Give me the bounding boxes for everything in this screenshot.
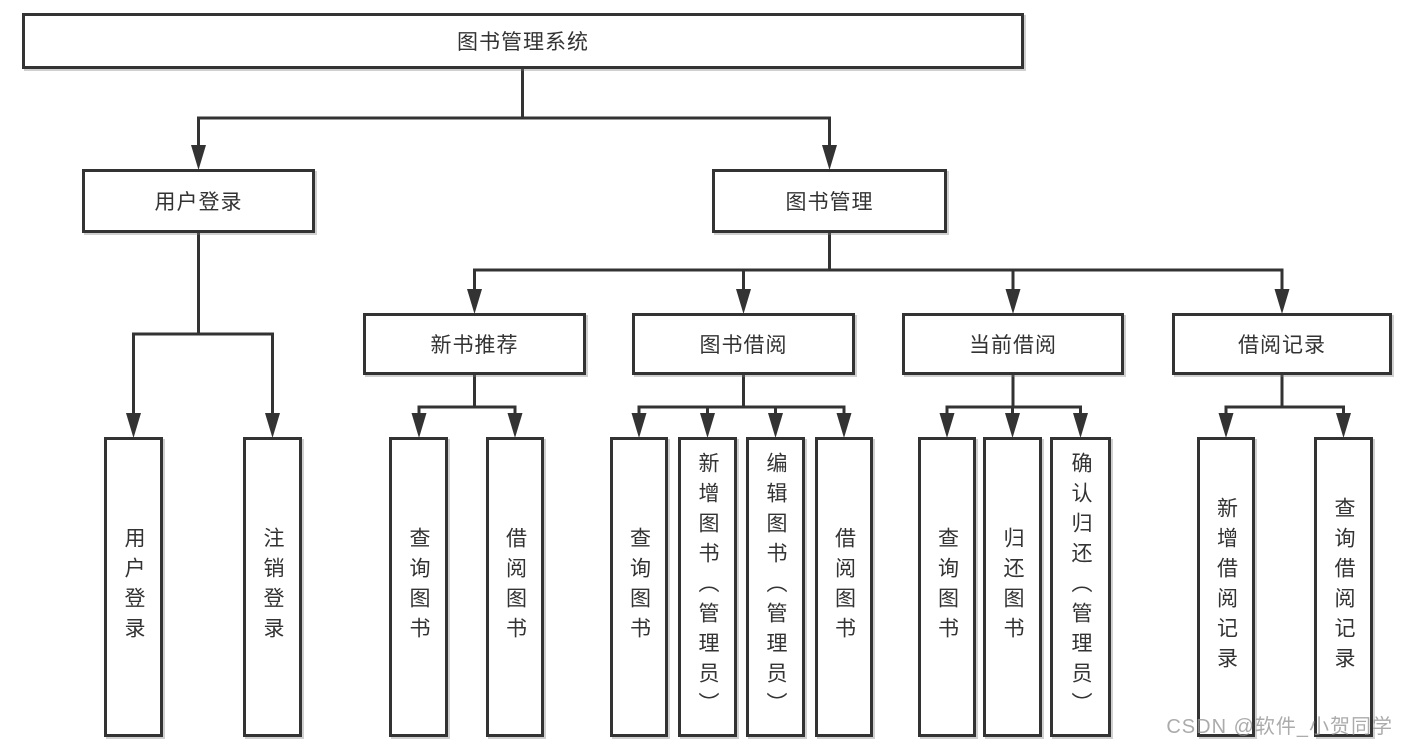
node-current-borrowing: 当前借阅 [902, 313, 1124, 375]
arrowhead-icon [1005, 413, 1020, 438]
arrowhead-icon [700, 413, 715, 438]
watermark: CSDN @软件_小贺同学 [1166, 716, 1393, 738]
leaf-confirm-return-admin: 确认归还（管理员） [1050, 437, 1111, 737]
connector-path [132, 66, 1345, 418]
leaf-user-login: 用户登录 [104, 437, 163, 737]
node-book-management: 图书管理 [712, 169, 947, 233]
arrowhead-group [126, 145, 1351, 438]
leaf-logout: 注销登录 [243, 437, 302, 737]
leaf-query-books-borrowing: 查询图书 [610, 437, 668, 737]
arrowhead-icon [1336, 413, 1351, 438]
leaf-borrow-books-recommend: 借阅图书 [486, 437, 544, 737]
arrowhead-icon [939, 413, 955, 438]
arrowhead-icon [1274, 289, 1290, 314]
arrowhead-icon [126, 413, 141, 438]
arrowhead-icon [1073, 413, 1088, 438]
leaf-query-borrow-record: 查询借阅记录 [1314, 437, 1373, 737]
leaf-add-books-admin: 新增图书（管理员） [678, 437, 737, 737]
leaf-borrow-books: 借阅图书 [815, 437, 873, 737]
arrowhead-icon [822, 145, 837, 170]
node-borrowing-records: 借阅记录 [1172, 313, 1392, 375]
arrowhead-icon [1218, 413, 1234, 438]
leaf-edit-books-admin: 编辑图书（管理员） [746, 437, 805, 737]
node-book-borrowing: 图书借阅 [632, 313, 855, 375]
arrowhead-icon [265, 413, 280, 438]
leaf-add-borrow-record: 新增借阅记录 [1197, 437, 1255, 737]
node-root: 图书管理系统 [22, 13, 1024, 69]
arrowhead-icon [768, 413, 783, 438]
arrowhead-icon [631, 413, 647, 438]
node-new-book-recommendation: 新书推荐 [363, 313, 586, 375]
arrowhead-icon [191, 145, 206, 170]
arrowhead-icon [467, 289, 482, 314]
arrowhead-icon [411, 413, 427, 438]
leaf-return-books: 归还图书 [983, 437, 1042, 737]
leaf-query-books-recommend: 查询图书 [389, 437, 448, 737]
leaf-query-books-current: 查询图书 [918, 437, 976, 737]
arrowhead-icon [1005, 289, 1021, 314]
arrowhead-icon [836, 413, 852, 438]
arrowhead-icon [736, 289, 751, 314]
node-user-login: 用户登录 [82, 169, 315, 233]
arrowhead-icon [507, 413, 523, 438]
